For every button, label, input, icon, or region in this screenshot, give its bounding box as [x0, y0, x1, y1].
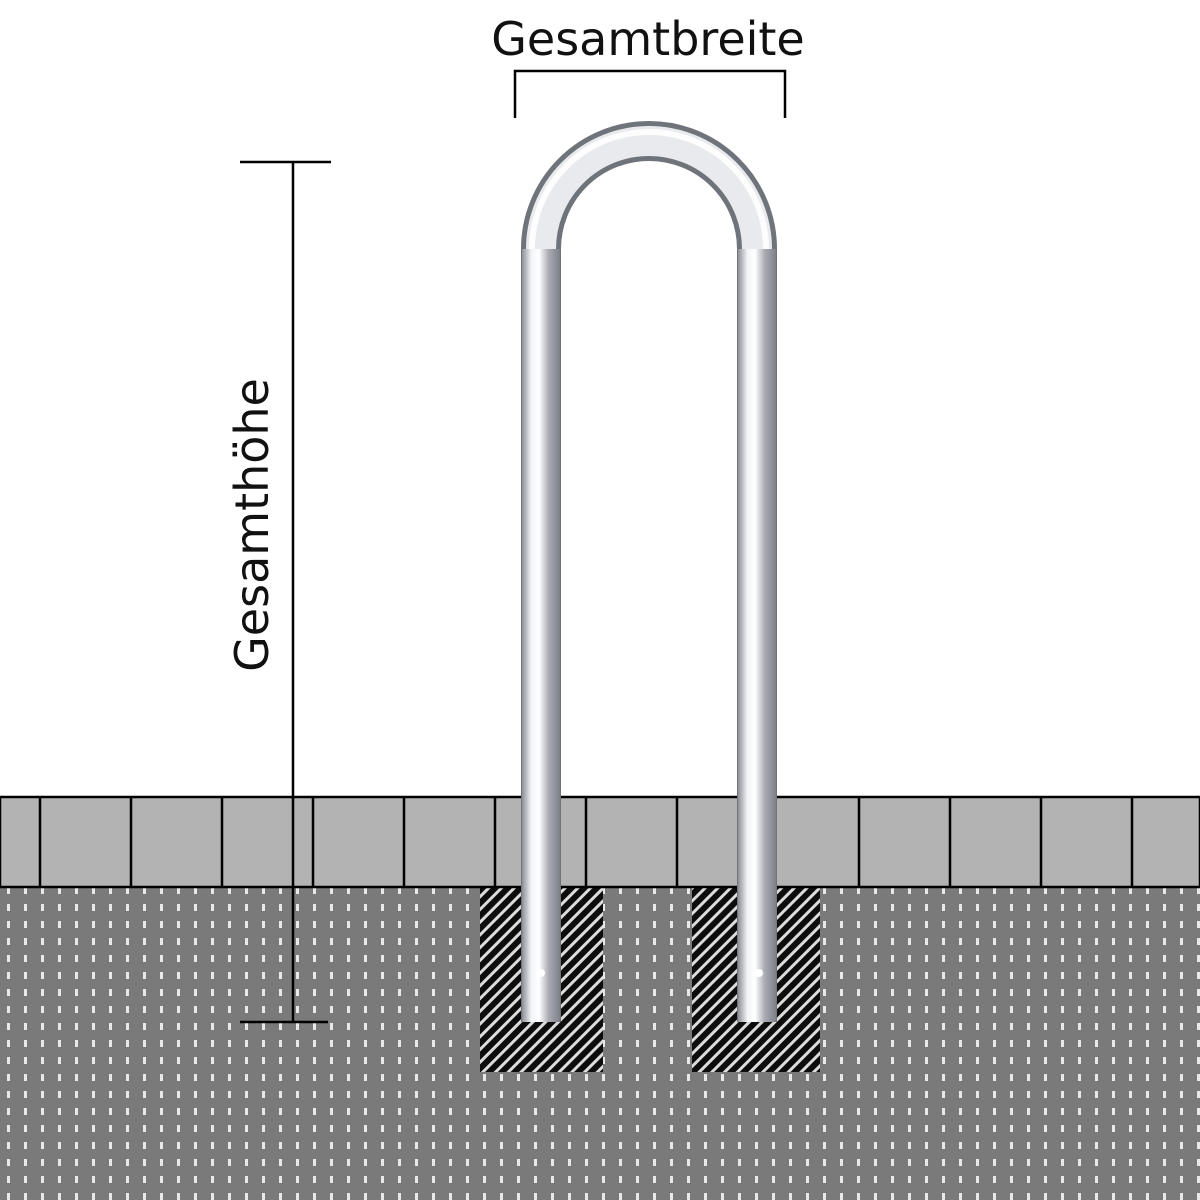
bollard-tube: [521, 121, 777, 1022]
paving-row: [0, 795, 1200, 889]
width-dimension: [513, 69, 787, 118]
height-dimension: [240, 160, 331, 1024]
paver-band: [0, 795, 1200, 889]
height-label: Gesamthöhe: [225, 378, 279, 672]
width-label: Gesamtbreite: [491, 12, 804, 66]
